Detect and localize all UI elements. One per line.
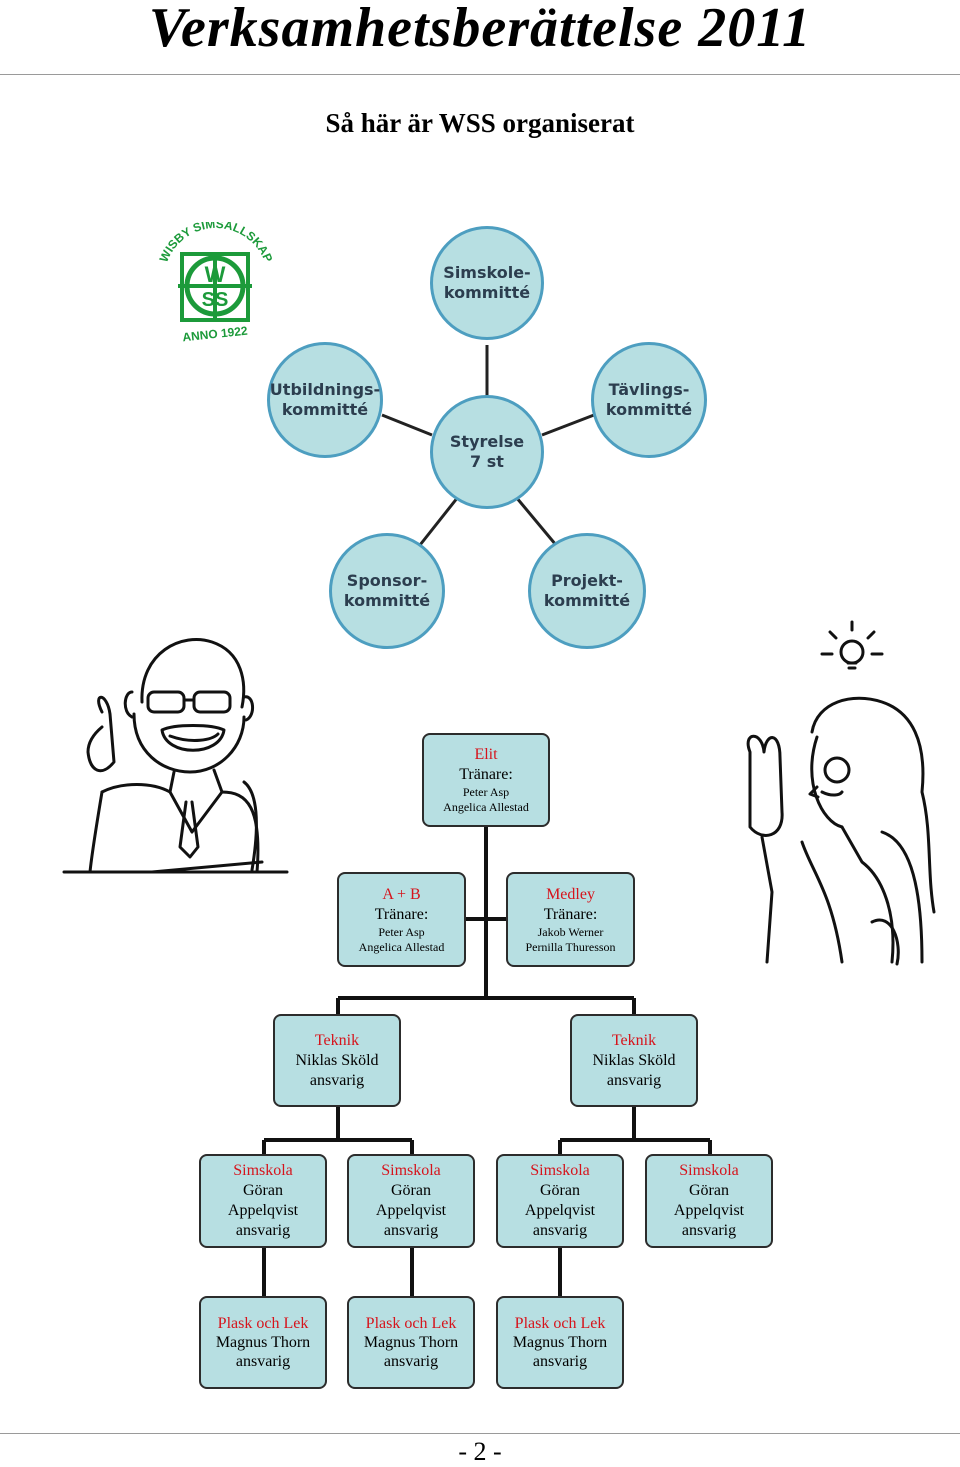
group-name: Medley — [546, 885, 595, 903]
org-box-ab: A + B Tränare: Peter Asp Angelica Allest… — [337, 872, 466, 967]
org-box-plask-och-lek: Plask och Lek Magnus Thorn ansvarig — [199, 1296, 327, 1389]
group-name: Plask och Lek — [217, 1315, 309, 1332]
committee-bubble-projekt: Projekt- kommitté — [528, 533, 646, 649]
svg-text:SS: SS — [202, 289, 229, 311]
person-last-name: Appelqvist — [375, 1202, 447, 1219]
org-connectors — [262, 827, 712, 1296]
role-label: ansvarig — [309, 1071, 365, 1089]
group-name: Simskola — [381, 1162, 441, 1179]
org-box-simskola: Simskola Göran Appelqvist ansvarig — [496, 1154, 624, 1248]
person-last-name: Appelqvist — [227, 1202, 299, 1219]
role-label: Tränare: — [459, 766, 513, 783]
person-name: Angelica Allestad — [358, 939, 445, 954]
group-name: Elit — [474, 746, 498, 763]
committee-bubble-sponsor: Sponsor- kommitté — [329, 533, 445, 649]
section-heading: Så här är WSS organiserat — [325, 108, 635, 138]
person-first-name: Göran — [391, 1182, 431, 1199]
person-name: Angelica Allestad — [443, 800, 529, 814]
person-name: Magnus Thorn — [363, 1334, 459, 1351]
org-box-medley: Medley Tränare: Jakob Werner Pernilla Th… — [506, 872, 635, 967]
group-name: Teknik — [611, 1031, 657, 1049]
committee-bubble-utbildnings: Utbildnings- kommitté — [267, 342, 383, 458]
cartoon-woman-illustration — [746, 620, 936, 966]
org-box-simskola: Simskola Göran Appelqvist ansvarig — [199, 1154, 327, 1248]
role-label: ansvarig — [532, 1353, 588, 1370]
role-label: ansvarig — [235, 1222, 291, 1239]
role-label: ansvarig — [606, 1071, 662, 1089]
group-name: Plask och Lek — [514, 1315, 606, 1332]
role-label: ansvarig — [681, 1222, 737, 1239]
org-box-plask-och-lek: Plask och Lek Magnus Thorn ansvarig — [347, 1296, 475, 1389]
role-label: ansvarig — [383, 1353, 439, 1370]
logo-bottom-text: ANNO 1922 — [182, 324, 249, 342]
role-label: ansvarig — [532, 1222, 588, 1239]
committee-bubble-styrelse: Styrelse 7 st — [430, 395, 544, 509]
header-divider — [0, 74, 960, 75]
footer-divider — [0, 1433, 960, 1434]
org-box-elit: Elit Tränare: Peter Asp Angelica Allesta… — [422, 733, 550, 827]
org-box-simskola: Simskola Göran Appelqvist ansvarig — [645, 1154, 773, 1248]
person-last-name: Appelqvist — [524, 1202, 596, 1219]
org-box-simskola: Simskola Göran Appelqvist ansvarig — [347, 1154, 475, 1248]
group-name: Teknik — [314, 1031, 360, 1049]
svg-text:W: W — [205, 262, 226, 287]
person-name: Jakob Werner — [537, 924, 604, 939]
org-box-plask-och-lek: Plask och Lek Magnus Thorn ansvarig — [496, 1296, 624, 1389]
document-title: Verksamhetsberättelse 2011 — [148, 0, 812, 59]
person-last-name: Appelqvist — [673, 1202, 745, 1219]
person-name: Peter Asp — [462, 785, 510, 799]
role-label: Tränare: — [374, 905, 429, 923]
role-label: ansvarig — [383, 1222, 439, 1239]
committee-connectors — [381, 345, 595, 546]
cartoon-man-illustration — [62, 638, 289, 874]
person-first-name: Göran — [243, 1182, 283, 1199]
group-name: Plask och Lek — [365, 1315, 457, 1332]
committee-bubble-simskole: Simskole- kommitté — [430, 226, 544, 340]
group-name: Simskola — [233, 1162, 293, 1179]
person-name: Magnus Thorn — [215, 1334, 311, 1351]
person-name: Niklas Sköld — [592, 1051, 676, 1069]
org-box-teknik: Teknik Niklas Sköld ansvarig — [273, 1014, 401, 1107]
person-name: Niklas Sköld — [295, 1051, 379, 1069]
org-box-teknik: Teknik Niklas Sköld ansvarig — [570, 1014, 698, 1107]
group-name: Simskola — [679, 1162, 739, 1179]
person-first-name: Göran — [689, 1182, 729, 1199]
club-logo: WISBY SIMSÄLLSKAP W SS ANNO 1922 — [157, 222, 276, 342]
role-label: Tränare: — [543, 905, 598, 923]
page-number: - 2 - — [458, 1437, 502, 1466]
person-name: Peter Asp — [378, 924, 425, 939]
person-name: Magnus Thorn — [512, 1334, 608, 1351]
group-name: Simskola — [530, 1162, 590, 1179]
group-name: A + B — [382, 885, 421, 903]
committee-bubble-tavlings: Tävlings- kommitté — [591, 342, 707, 458]
person-first-name: Göran — [540, 1182, 580, 1199]
role-label: ansvarig — [235, 1353, 291, 1370]
person-name: Pernilla Thuresson — [525, 939, 616, 954]
